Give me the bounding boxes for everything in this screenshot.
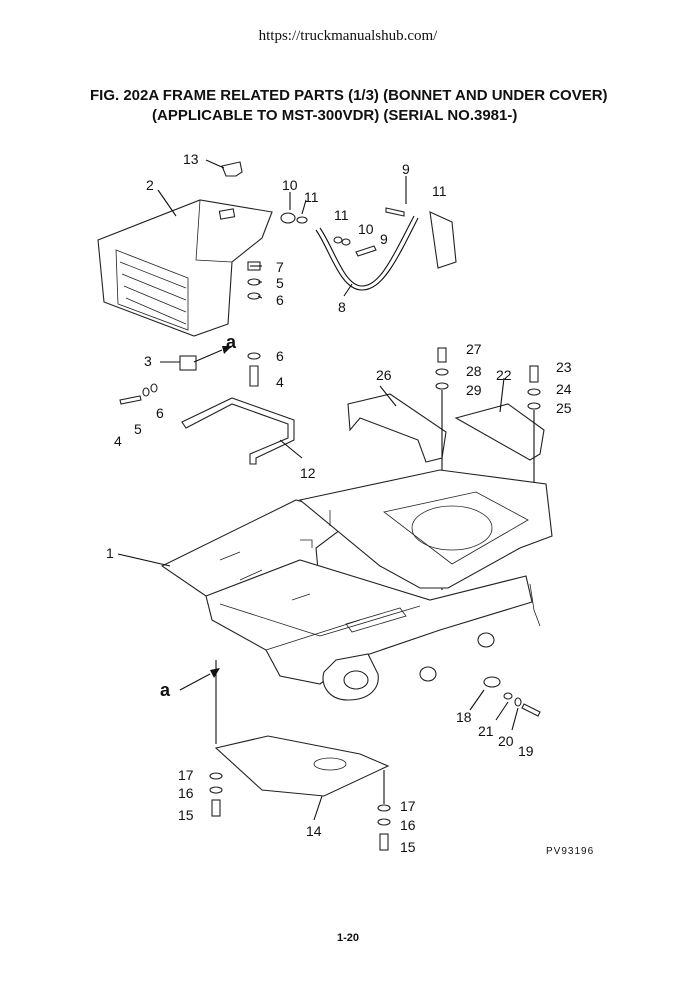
callout-16: 16 (178, 785, 194, 801)
view-arrow-upper (193, 346, 232, 363)
callout-7: 7 (276, 259, 284, 275)
callout-18: 18 (456, 709, 472, 725)
callout-17: 17 (178, 767, 194, 783)
callout-4: 4 (114, 433, 122, 449)
callout-28: 28 (466, 363, 482, 379)
callout-1: 1 (106, 545, 114, 561)
callout-14: 14 (306, 823, 322, 839)
callout-5: 5 (134, 421, 142, 437)
callout-4: 4 (276, 374, 284, 390)
callout-2: 2 (146, 177, 154, 193)
callout-25: 25 (556, 400, 572, 416)
callout-9: 9 (380, 231, 388, 247)
callout-11: 11 (334, 207, 349, 223)
callout-15: 15 (178, 807, 194, 823)
callout-16: 16 (400, 817, 416, 833)
callout-21: 21 (478, 723, 494, 739)
callout-29: 29 (466, 382, 482, 398)
callout-12: 12 (300, 465, 316, 481)
callout-8: 8 (338, 299, 346, 315)
cover-26-drawing (347, 393, 447, 463)
callout-6: 6 (276, 348, 284, 364)
callout-13: 13 (183, 151, 199, 167)
page-number: 1-20 (336, 932, 360, 944)
callout-6: 6 (276, 292, 284, 308)
callout-11: 11 (432, 183, 447, 199)
callout-5: 5 (276, 275, 284, 291)
bonnet-drawing (97, 199, 273, 337)
callout-24: 24 (556, 381, 572, 397)
lower-bolts (209, 770, 391, 851)
callout-19: 19 (518, 743, 534, 759)
view-label-a: a (226, 332, 237, 352)
callout-6: 6 (156, 405, 164, 421)
callout-9: 9 (402, 161, 410, 177)
frame-12-drawing (181, 397, 295, 465)
cable-8-drawing (315, 215, 419, 291)
under-cover-14-drawing (214, 735, 390, 797)
callout-23: 23 (556, 359, 572, 375)
plate-13-drawing (221, 161, 243, 177)
view-label-a: a (160, 680, 171, 700)
callout-3: 3 (144, 353, 152, 369)
figure-title-line2: (APPLICABLE TO MST-300VDR) (SERIAL NO.39… (152, 107, 518, 124)
bracket-drawing (429, 211, 457, 269)
bolts-drawing (119, 207, 405, 405)
leader-lines (117, 159, 519, 821)
callout-22: 22 (496, 367, 512, 383)
rear-bolts (483, 676, 541, 717)
callout-10: 10 (358, 221, 374, 237)
callout-11: 11 (304, 189, 319, 205)
main-frame-drawing (160, 469, 553, 701)
figure-title-line1: FIG. 202A FRAME RELATED PARTS (1/3) (BON… (90, 87, 608, 104)
view-arrow-lower (179, 660, 220, 744)
callout-20: 20 (498, 733, 514, 749)
callout-numbers: 13 2 10 11 9 11 11 10 9 7 5 6 8 a 3 6 4 … (106, 151, 572, 855)
cover-22-drawing (454, 403, 545, 461)
callout-26: 26 (376, 367, 392, 383)
callout-27: 27 (466, 341, 482, 357)
callout-15: 15 (400, 839, 416, 855)
callout-17: 17 (400, 798, 416, 814)
callout-10: 10 (282, 177, 298, 193)
drawing-code: PV93196 (546, 846, 595, 857)
figure-title: FIG. 202A FRAME RELATED PARTS (1/3) (BON… (90, 86, 608, 126)
source-url[interactable]: https://truckmanualshub.com/ (258, 28, 438, 44)
